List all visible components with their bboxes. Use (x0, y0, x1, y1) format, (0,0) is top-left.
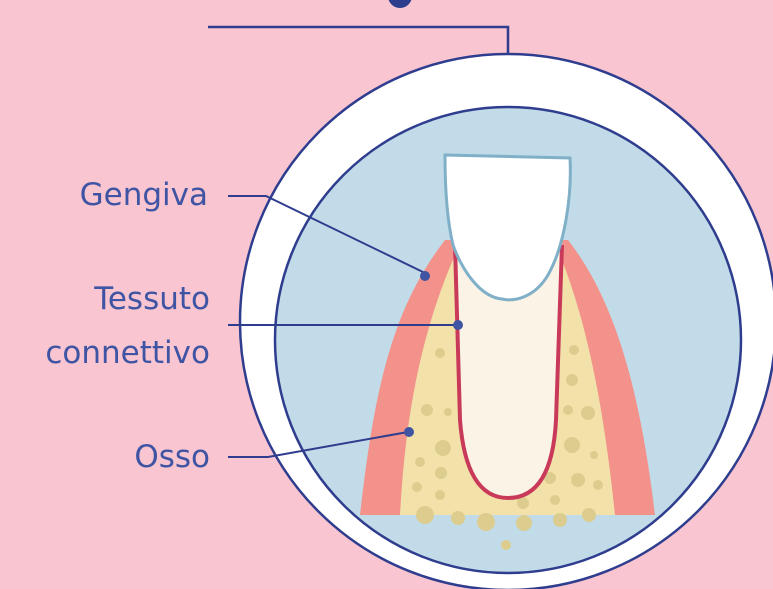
top-label-fragment (388, 0, 412, 8)
leader-dot-connective (453, 320, 463, 330)
leader-dot-gum (420, 271, 430, 281)
label-bone: Osso (134, 440, 210, 474)
leader-dot-bone (404, 427, 414, 437)
top-leader-line (208, 27, 508, 55)
label-connective-line1: Tessuto (94, 282, 210, 316)
label-gum: Gengiva (80, 178, 208, 212)
label-connective-line2: connettivo (45, 336, 210, 370)
